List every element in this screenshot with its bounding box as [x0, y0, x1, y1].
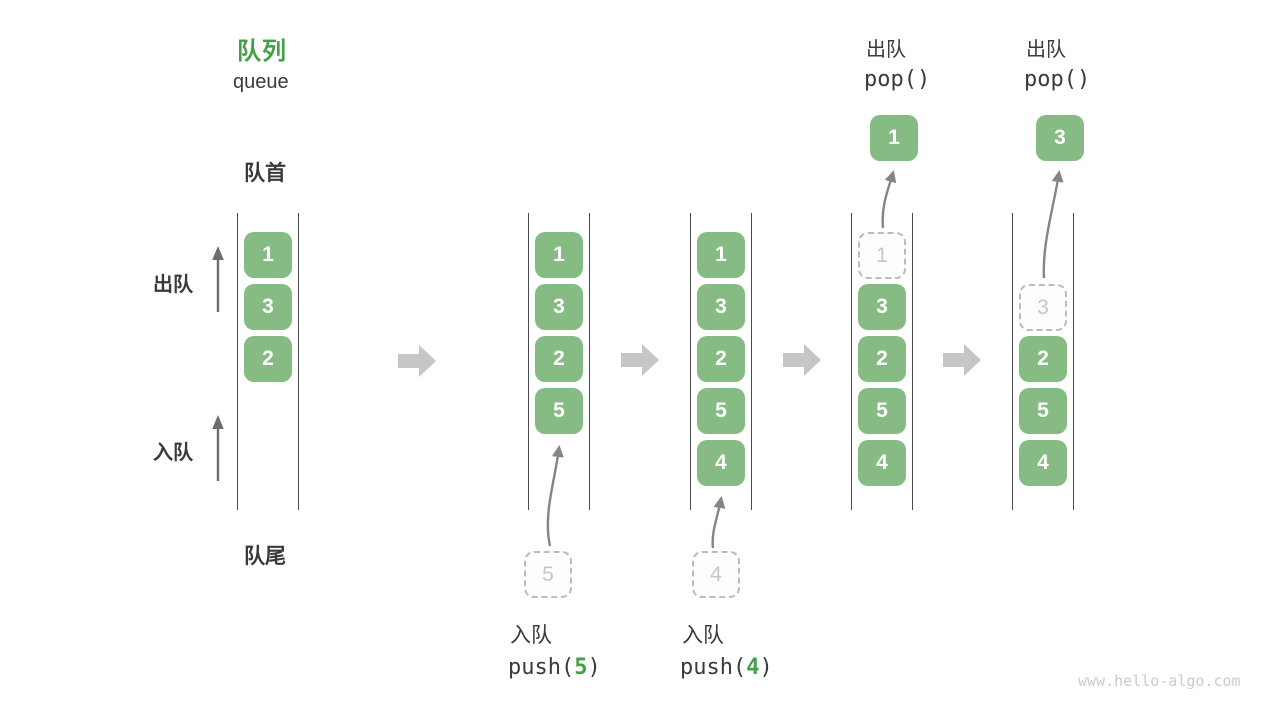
- queue-element: 3: [858, 284, 906, 330]
- watermark: www.hello-algo.com: [1078, 672, 1241, 690]
- queue-element: 3: [244, 284, 292, 330]
- queue-element: 1: [244, 232, 292, 278]
- queue-element: 4: [858, 440, 906, 486]
- queue-front-label: 队首: [244, 162, 286, 185]
- push5-code: push(5): [508, 655, 601, 680]
- queue-element: 3: [697, 284, 745, 330]
- queue-container-5: [1012, 213, 1074, 510]
- push5-fn-open: push(: [508, 655, 575, 680]
- transition-arrow-icon: [943, 344, 981, 376]
- queue-element: 2: [858, 336, 906, 382]
- pop2-label: 出队: [1026, 39, 1066, 61]
- queue-element: 1: [535, 232, 583, 278]
- queue-element: 1: [697, 232, 745, 278]
- pop-arrow-icon: [1042, 170, 1064, 279]
- transition-arrow-icon: [398, 345, 436, 377]
- push4-arg: 4: [746, 655, 760, 680]
- queue-rear-label: 队尾: [244, 545, 286, 568]
- popped-element: 1: [870, 115, 918, 161]
- queue-container-3: [690, 213, 752, 510]
- enqueue-direction-arrow-icon: [212, 415, 224, 481]
- pop2-code: pop(): [1024, 67, 1091, 92]
- page-subtitle: queue: [233, 71, 289, 93]
- push4-label: 入队: [682, 624, 724, 647]
- page-title: 队列: [237, 38, 287, 65]
- queue-element: 5: [1019, 388, 1067, 434]
- incoming-element: 4: [692, 551, 740, 598]
- push5-label: 入队: [510, 624, 552, 647]
- queue-element: 2: [1019, 336, 1067, 382]
- queue-element: 2: [244, 336, 292, 382]
- dequeued-slot: 1: [858, 232, 906, 279]
- push5-arg: 5: [574, 655, 588, 680]
- push4-code: push(4): [680, 655, 773, 680]
- queue-container-4: [851, 213, 913, 510]
- push4-fn-close: ): [759, 655, 773, 680]
- incoming-element: 5: [524, 551, 572, 598]
- dequeued-slot: 3: [1019, 284, 1067, 331]
- pop1-code: pop(): [864, 67, 931, 92]
- queue-container-2: [528, 213, 590, 510]
- queue-element: 2: [697, 336, 745, 382]
- queue-element: 2: [535, 336, 583, 382]
- push-arrow-icon: [546, 445, 564, 547]
- push5-fn-close: ): [587, 655, 601, 680]
- queue-element: 4: [1019, 440, 1067, 486]
- queue-element: 3: [535, 284, 583, 330]
- popped-element: 3: [1036, 115, 1084, 161]
- queue-container-1: [237, 213, 299, 510]
- queue-element: 4: [697, 440, 745, 486]
- dequeue-direction-label: 出队: [153, 274, 193, 296]
- queue-element: 5: [535, 388, 583, 434]
- pop1-label: 出队: [866, 39, 906, 61]
- transition-arrow-icon: [783, 344, 821, 376]
- transition-arrow-icon: [621, 344, 659, 376]
- queue-element: 5: [697, 388, 745, 434]
- push-arrow-icon: [711, 496, 726, 549]
- push4-fn-open: push(: [680, 655, 747, 680]
- queue-element: 5: [858, 388, 906, 434]
- enqueue-direction-label: 入队: [153, 442, 193, 464]
- pop-arrow-icon: [881, 170, 897, 229]
- dequeue-direction-arrow-icon: [212, 246, 224, 312]
